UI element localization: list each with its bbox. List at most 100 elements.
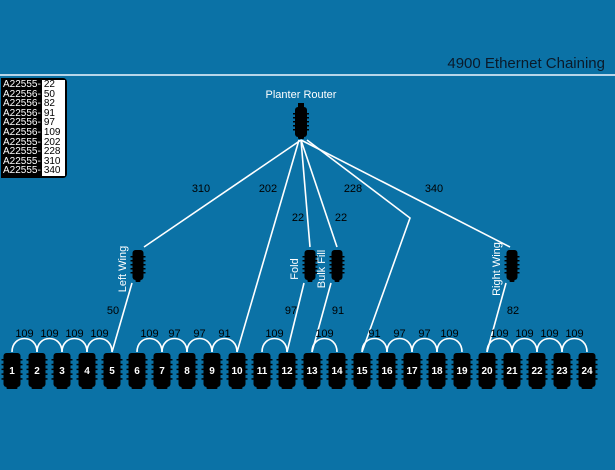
cable-length-label: 202 bbox=[259, 183, 277, 195]
chain-cable-label: 109 bbox=[265, 328, 283, 340]
hub-switch-bulk[interactable] bbox=[329, 250, 345, 282]
chain-cable bbox=[311, 337, 338, 353]
node-number: 12 bbox=[281, 366, 293, 377]
hub-switch-left[interactable] bbox=[130, 250, 146, 282]
node-number: 24 bbox=[581, 366, 593, 377]
legend-part: A22556- bbox=[3, 98, 41, 110]
module-node[interactable] bbox=[1, 353, 23, 389]
hub-label: Right Wing bbox=[491, 242, 503, 296]
module-node[interactable] bbox=[76, 353, 98, 389]
module-node[interactable] bbox=[201, 353, 223, 389]
legend-value: 22 bbox=[41, 80, 65, 90]
switch-body bbox=[403, 353, 421, 387]
chain-cable-label: 97 bbox=[193, 328, 205, 340]
switch-body bbox=[303, 353, 321, 387]
chain-cable-label: 109 bbox=[140, 328, 158, 340]
module-node[interactable] bbox=[101, 353, 123, 389]
node-number: 7 bbox=[159, 366, 165, 377]
module-node[interactable] bbox=[301, 353, 323, 389]
module-node[interactable] bbox=[401, 353, 423, 389]
module-node[interactable] bbox=[151, 353, 173, 389]
node-number: 14 bbox=[331, 366, 343, 377]
legend-part: A22555- bbox=[3, 146, 41, 158]
router-cable-fold bbox=[300, 139, 311, 248]
module-node[interactable] bbox=[226, 353, 248, 389]
chain-cable-label: 97 bbox=[393, 328, 405, 340]
switch-body bbox=[453, 353, 471, 387]
node-number: 3 bbox=[59, 366, 65, 377]
module-node[interactable] bbox=[376, 353, 398, 389]
router-cable-bulk bbox=[300, 139, 338, 248]
switch-body bbox=[28, 353, 46, 387]
module-node[interactable] bbox=[351, 353, 373, 389]
module-node[interactable] bbox=[551, 353, 573, 389]
chain-cable bbox=[136, 337, 163, 353]
chain-cable-label: 109 bbox=[90, 328, 108, 340]
module-node[interactable] bbox=[51, 353, 73, 389]
switch-body bbox=[278, 353, 296, 387]
legend-part: A22556- bbox=[3, 117, 41, 129]
cable-length-label: 310 bbox=[192, 183, 210, 195]
router-cable-right bbox=[300, 139, 511, 248]
chain-cable bbox=[261, 337, 288, 353]
module-node[interactable] bbox=[576, 353, 598, 389]
node-number: 11 bbox=[257, 366, 268, 377]
legend-value: 50 bbox=[41, 89, 65, 100]
module-node[interactable] bbox=[326, 353, 348, 389]
hub-switch-right[interactable] bbox=[504, 250, 520, 282]
node-number: 20 bbox=[481, 366, 493, 377]
planter-router[interactable] bbox=[293, 103, 309, 139]
node-number: 4 bbox=[84, 366, 90, 377]
chain-cable-label: 97 bbox=[168, 328, 180, 340]
chain-cable bbox=[161, 337, 188, 353]
switch-body bbox=[153, 353, 171, 387]
module-node[interactable] bbox=[451, 353, 473, 389]
router-label: Planter Router bbox=[266, 89, 337, 101]
module-node[interactable] bbox=[501, 353, 523, 389]
hub-label: Bulk Fill bbox=[316, 250, 328, 289]
legend-value: 97 bbox=[41, 118, 65, 128]
switch-body bbox=[53, 353, 71, 387]
module-node[interactable] bbox=[476, 353, 498, 389]
router-cable-node15 bbox=[306, 139, 411, 353]
module-node[interactable] bbox=[526, 353, 548, 389]
node-number: 18 bbox=[431, 366, 443, 377]
switch-body bbox=[203, 353, 221, 387]
switch-body bbox=[128, 353, 146, 387]
hub-cable-bulk bbox=[311, 282, 332, 353]
hub-switch-fold[interactable] bbox=[302, 250, 318, 282]
module-node[interactable] bbox=[126, 353, 148, 389]
cable-length-label: 228 bbox=[344, 183, 362, 195]
legend-part: A22555- bbox=[3, 136, 41, 148]
node-number: 5 bbox=[109, 366, 115, 377]
module-node[interactable] bbox=[426, 353, 448, 389]
chain-cable bbox=[186, 337, 213, 353]
hub-cable-right bbox=[486, 282, 507, 353]
module-node[interactable] bbox=[251, 353, 273, 389]
cable-lines bbox=[11, 139, 588, 353]
cable-length-label: 340 bbox=[425, 183, 443, 195]
switch-body bbox=[103, 353, 121, 387]
node-number: 13 bbox=[306, 366, 318, 377]
hub-cable-fold bbox=[286, 282, 305, 353]
chain-cable-label: 91 bbox=[218, 328, 230, 340]
module-node[interactable] bbox=[276, 353, 298, 389]
legend-value: 310 bbox=[41, 156, 65, 167]
legend-part: A22556- bbox=[3, 126, 41, 138]
legend-value: 340 bbox=[41, 166, 65, 176]
chain-cable bbox=[511, 337, 538, 353]
node-number: 8 bbox=[184, 366, 190, 377]
cable-length-label: 50 bbox=[107, 305, 119, 317]
title-divider bbox=[0, 74, 615, 76]
chain-cable-label: 109 bbox=[65, 328, 83, 340]
module-node[interactable] bbox=[26, 353, 48, 389]
chain-cable-label: 109 bbox=[540, 328, 558, 340]
switch-body bbox=[578, 353, 596, 387]
module-node[interactable] bbox=[176, 353, 198, 389]
legend-part: A22556- bbox=[3, 107, 41, 119]
switch-body bbox=[253, 353, 271, 387]
switch-body bbox=[78, 353, 96, 387]
cable-length-label: 82 bbox=[507, 305, 519, 317]
node-number: 15 bbox=[356, 366, 368, 377]
hub-cable-left bbox=[111, 282, 133, 353]
